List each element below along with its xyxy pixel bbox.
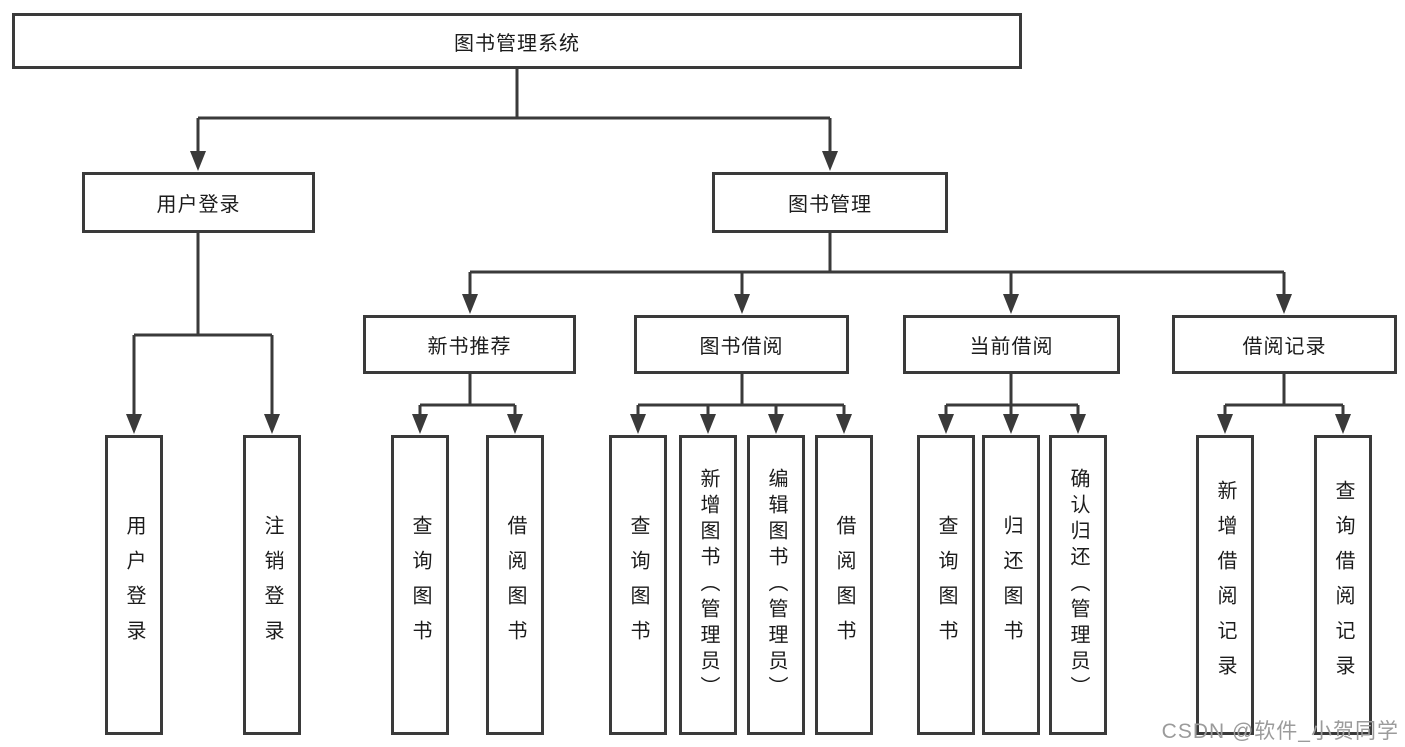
node-new-book-rec: 新书推荐 bbox=[363, 315, 576, 374]
arrowhead-icons bbox=[126, 151, 1351, 434]
node-current-borrow: 当前借阅 bbox=[903, 315, 1120, 374]
leaf-borrow-query: 查询图书 bbox=[609, 435, 667, 735]
leaf-user-login: 用户登录 bbox=[105, 435, 163, 735]
node-book-borrow: 图书借阅 bbox=[634, 315, 849, 374]
tree-edges bbox=[132, 69, 1345, 419]
leaf-borrow-borrow: 借阅图书 bbox=[815, 435, 873, 735]
leaf-record-add: 新增借阅记录 bbox=[1196, 435, 1254, 735]
leaf-newbook-borrow: 借阅图书 bbox=[486, 435, 544, 735]
leaf-logout: 注销登录 bbox=[243, 435, 301, 735]
node-user-login: 用户登录 bbox=[82, 172, 315, 233]
leaf-current-confirm: 确认归还（管理员） bbox=[1049, 435, 1107, 735]
leaf-borrow-edit: 编辑图书（管理员） bbox=[747, 435, 805, 735]
node-borrow-records: 借阅记录 bbox=[1172, 315, 1397, 374]
leaf-current-query: 查询图书 bbox=[917, 435, 975, 735]
leaf-borrow-add: 新增图书（管理员） bbox=[679, 435, 737, 735]
leaf-record-query: 查询借阅记录 bbox=[1314, 435, 1372, 735]
csdn-watermark: CSDN @软件_小贺同学 bbox=[1161, 720, 1399, 743]
leaf-current-return: 归还图书 bbox=[982, 435, 1040, 735]
node-book-mgmt: 图书管理 bbox=[712, 172, 948, 233]
leaf-newbook-query: 查询图书 bbox=[391, 435, 449, 735]
node-root: 图书管理系统 bbox=[12, 13, 1022, 69]
